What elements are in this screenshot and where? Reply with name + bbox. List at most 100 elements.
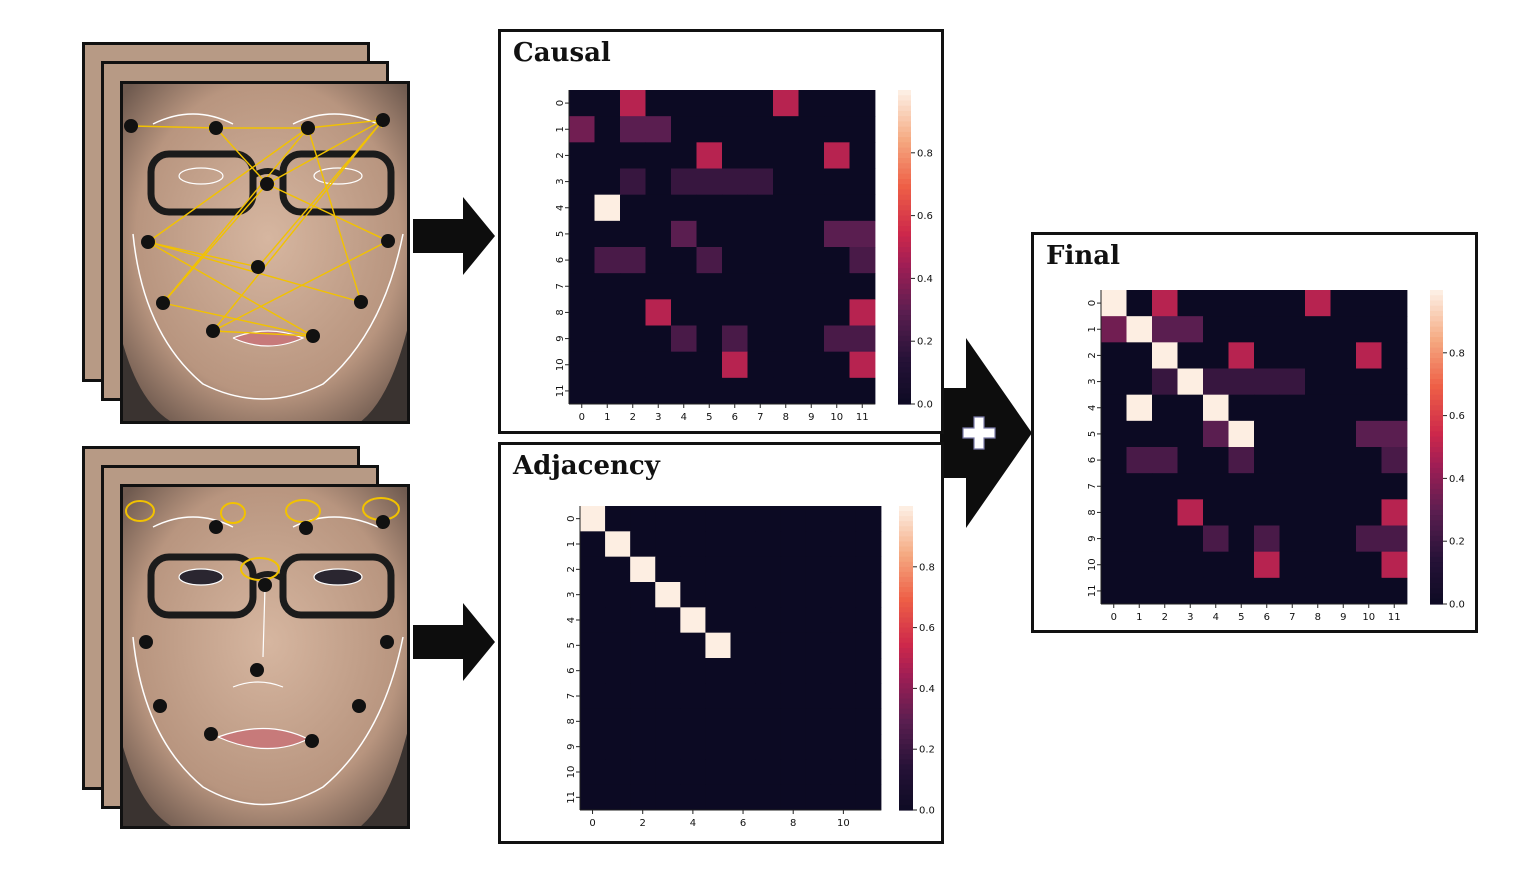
colorbar-tick-label: 0.0 [1449,600,1465,611]
colorbar-tick-label: 0.8 [919,562,935,573]
colorbar-segment [899,678,913,684]
heatmap-cell [722,247,748,274]
heatmap-cell [855,531,882,558]
heatmap-cell [755,734,782,760]
heatmap-cell [1126,551,1153,579]
heatmap-cell [780,683,807,710]
colorbar-segment [1430,515,1443,521]
colorbar-segment [898,273,911,279]
colorbar-segment [899,794,913,801]
heatmap-cell [1177,499,1204,526]
heatmap-cell [655,556,681,583]
colorbar-segment [898,121,911,128]
heatmap-cell [805,759,832,786]
heatmap-cell [798,377,825,405]
heatmap-cell [1330,420,1357,448]
colorbar-segment [898,267,911,274]
colorbar-segment [1430,426,1443,432]
heatmap-cell [1254,420,1280,448]
colorbar-segment [1430,499,1443,506]
heatmap-cell [780,658,807,684]
colorbar-segment [898,393,911,400]
heatmap-cell [849,247,876,274]
heatmap-cell [722,377,748,405]
heatmap-cell [605,531,631,558]
heatmap-cell [1203,420,1229,448]
heatmap-cell [798,325,825,353]
colorbar-segment [1430,373,1443,380]
heatmap-cell [1152,447,1178,474]
heatmap-cell [1330,394,1357,422]
heatmap-cell [849,325,876,353]
heatmap-cell [747,299,774,326]
heatmap-cell [1330,290,1357,317]
colorbar-segment [899,658,913,664]
heatmap-cell [1177,473,1204,500]
colorbar-segment [899,779,913,786]
y-tick-label: 3 [1087,378,1098,384]
plus-icon [962,416,996,450]
heatmap-cell [620,220,646,248]
heatmap-cell [1330,368,1357,396]
heatmap-cell [1305,447,1331,474]
heatmap-cell [1254,394,1280,422]
heatmap-cell [1330,499,1357,526]
colorbar-segment [898,236,911,243]
x-tick-label: 3 [655,412,661,423]
heatmap-cell [630,683,656,710]
y-tick-label: 6 [566,667,577,673]
heatmap-cell [696,351,723,379]
y-tick-label: 1 [566,541,577,547]
colorbar-segment [899,546,913,553]
colorbar-segment [1430,577,1443,584]
heatmap-cell [1203,499,1229,526]
heatmap-cell [755,632,782,659]
x-tick-label: 0 [1111,612,1117,623]
colorbar-segment [1430,483,1443,490]
heatmap-cell [824,116,850,143]
heatmap-cell [798,168,825,196]
colorbar-tick-label: 0.4 [1449,474,1465,485]
x-tick-label: 6 [732,412,738,423]
colorbar-tick-label: 0.0 [919,806,935,817]
heatmap-cell [655,784,681,811]
heatmap-cell [620,168,646,196]
colorbar-segment [898,341,911,348]
heatmap-cell [580,683,606,710]
colorbar-segment [898,309,911,316]
heatmap-cell [680,607,706,634]
colorbar-segment [898,388,911,395]
heatmap-cell [671,273,697,300]
heatmap-cell [645,220,672,248]
heatmap-cell [1228,551,1255,579]
y-tick-label: 8 [1087,509,1098,515]
heatmap-cell [696,220,723,248]
heatmap-cell [705,683,731,710]
heatmap-cell [569,377,595,405]
y-tick-label: 4 [1087,405,1098,411]
heatmap-cell [1356,577,1382,605]
colorbar-segment [898,320,911,327]
colorbar-segment [1430,347,1443,354]
heatmap-cell [730,556,756,583]
heatmap-cell [605,632,631,659]
colorbar-segment [898,126,911,133]
heatmap-cell [1305,551,1331,579]
colorbar-segment [898,351,911,358]
heatmap-cell [1381,473,1408,500]
heatmap-cell [755,556,782,583]
heatmap-cell [747,194,774,222]
colorbar-segment [899,566,913,573]
heatmap-cell [671,351,697,379]
heatmap-cell [1177,316,1204,343]
colorbar-segment [1430,488,1443,495]
heatmap-cell [696,273,723,300]
colorbar-segment [1430,452,1443,459]
y-tick-label: 10 [1087,558,1098,571]
heatmap-cell [855,759,882,786]
colorbar-segment [899,673,913,679]
heatmap-cell [645,325,672,353]
colorbar-segment [899,521,913,527]
heatmap-cell [805,531,832,558]
